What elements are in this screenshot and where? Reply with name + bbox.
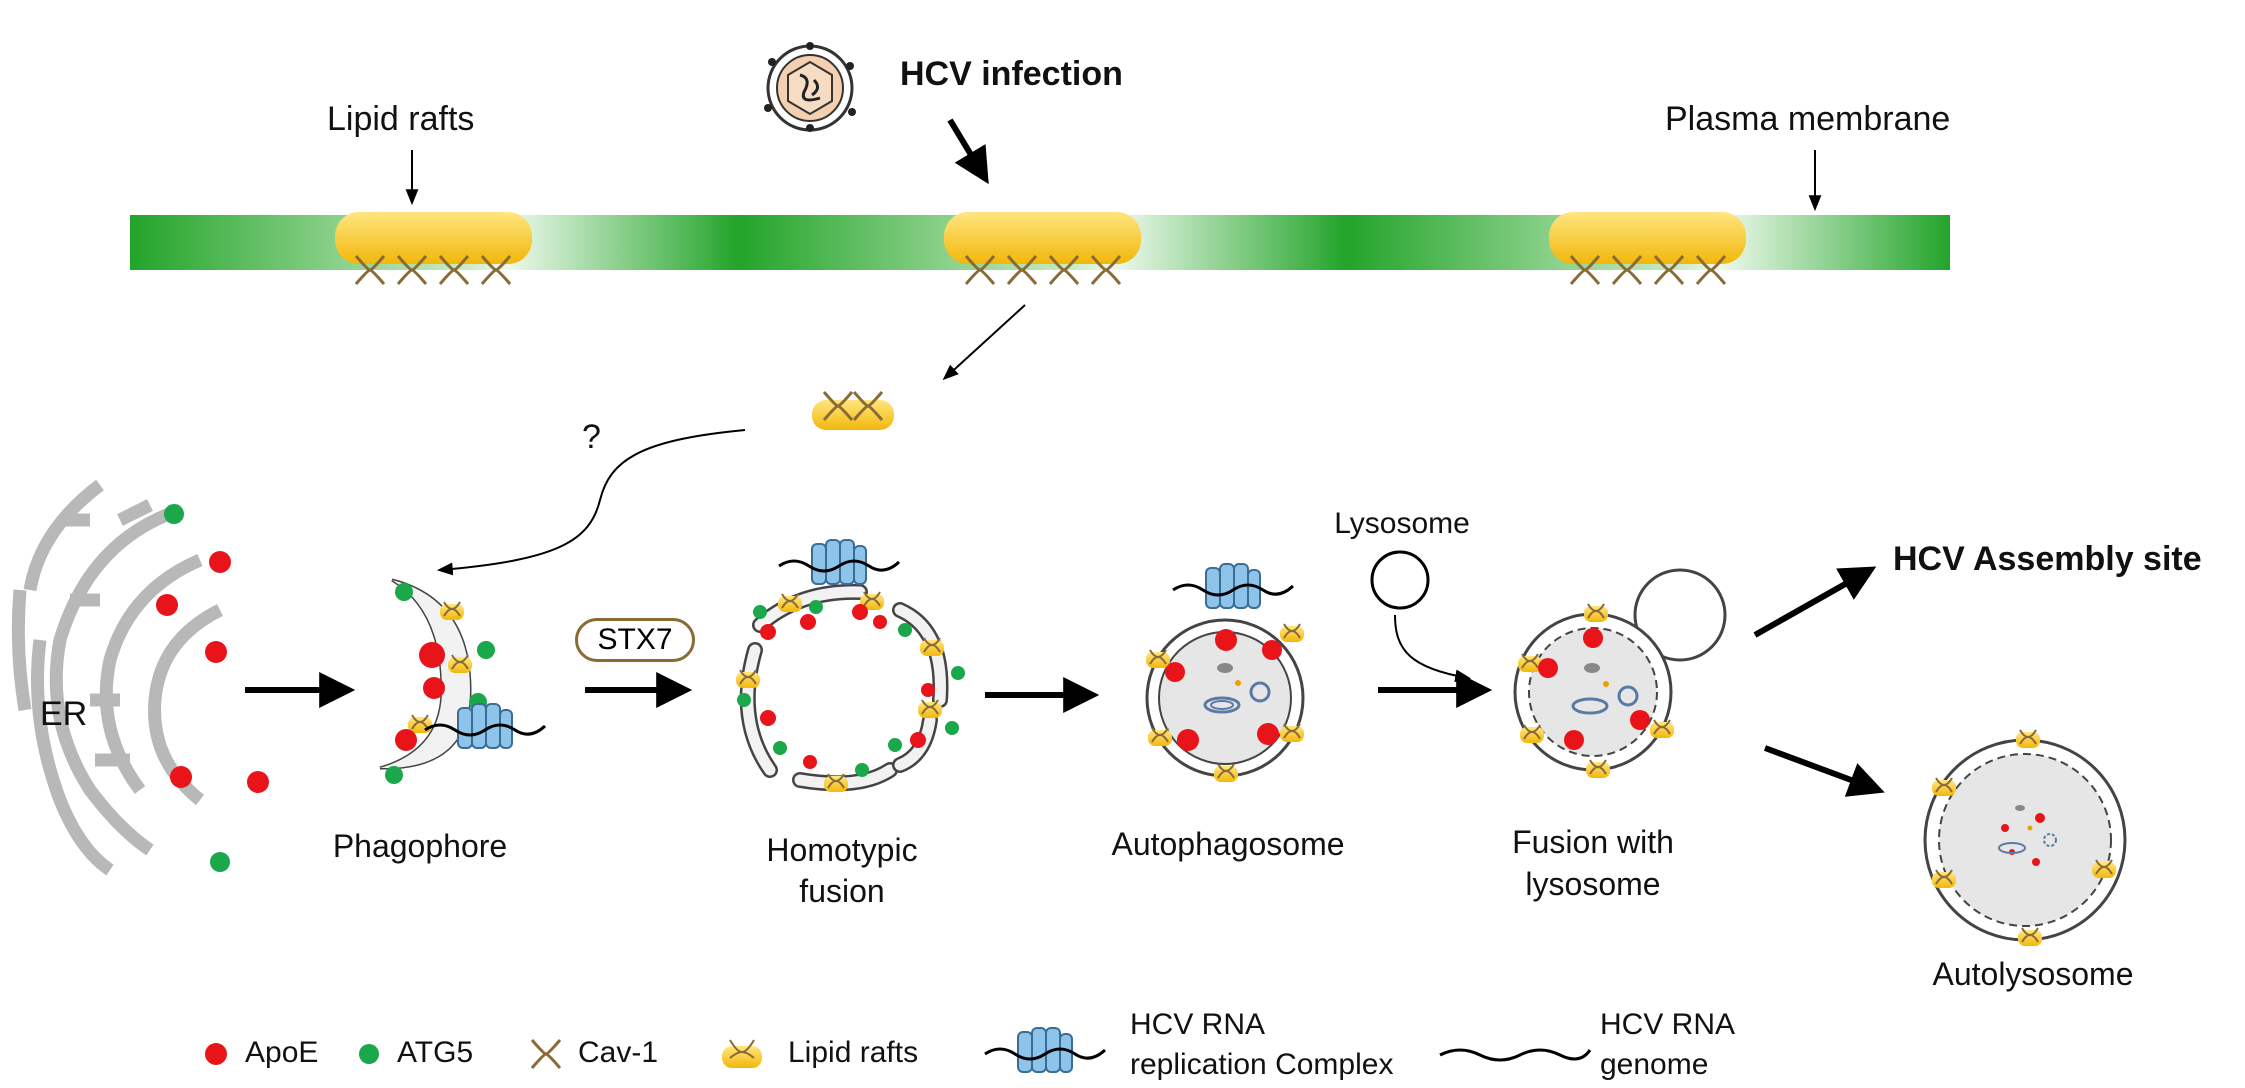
legend-rc-label-line1: HCV RNA [1130, 1008, 1266, 1041]
legend-replication-complex-icon [983, 1026, 1107, 1074]
legend-atg5-dot [359, 1044, 379, 1064]
fusion-label-line2: lysosome [1525, 866, 1661, 902]
endocytosis-arrow [942, 304, 1026, 381]
legend-rna-genome-icon [1439, 1048, 1592, 1062]
legend-rc-label-line2: replication Complex [1130, 1048, 1394, 1081]
internalized-lipid-raft [812, 390, 894, 430]
lysosome [1370, 550, 1430, 610]
hcv-virion-icon [764, 42, 856, 132]
legend-genome-label-line1: HCV RNA [1600, 1008, 1736, 1041]
lipid-raft-2 [944, 212, 1141, 286]
legend-cav1-label: Cav-1 [578, 1036, 659, 1069]
question-mark: ? [582, 418, 601, 456]
legend-atg5-label: ATG5 [397, 1036, 474, 1069]
legend-lipid-raft-icon [722, 1039, 762, 1068]
stx7-badge: STX7 [575, 618, 695, 662]
er-apoe-dots [156, 551, 269, 793]
fusion-label-line1: Fusion with [1512, 824, 1674, 860]
hcv-infection-label: HCV infection [900, 55, 1123, 93]
autolysosome-label: Autolysosome [1932, 956, 2134, 992]
lipid-rafts-label: Lipid rafts [327, 100, 475, 138]
plasma-membrane-label: Plasma membrane [1665, 100, 1951, 138]
hcv-assembly-site-label: HCV Assembly site [1893, 540, 2202, 578]
lysosome-label: Lysosome [1334, 507, 1470, 540]
homotypic-label-line1: Homotypic [766, 832, 918, 868]
legend-genome-label-line2: genome [1600, 1048, 1709, 1081]
er-label: ER [40, 695, 88, 733]
legend-apoe-dot [205, 1043, 227, 1065]
lipid-raft-1 [335, 212, 532, 286]
er-membranes [11, 479, 223, 876]
to-assembly-site-arrow [1753, 566, 1877, 638]
infection-arrow [947, 118, 989, 185]
legend-cav1-icon [530, 1038, 562, 1070]
phagophore-label: Phagophore [332, 828, 508, 864]
raft-to-phagophore-curve [436, 429, 746, 576]
legend-lipid-rafts-label: Lipid rafts [788, 1036, 919, 1069]
homotypic-fusion-vesicles [735, 538, 965, 793]
autophagosome-label: Autophagosome [1111, 826, 1345, 862]
er-atg5-dots [164, 504, 230, 872]
lysosome-arrow [1394, 614, 1472, 683]
phagophore [379, 578, 547, 784]
autolysosome [1923, 729, 2127, 947]
lipid-raft-3 [1549, 212, 1746, 286]
to-autolysosome-arrow [1763, 745, 1885, 797]
fusion-with-lysosome [1513, 568, 1727, 779]
legend-apoe-label: ApoE [245, 1036, 319, 1069]
homotypic-label-line2: fusion [799, 873, 885, 909]
autophagosome [1145, 562, 1305, 783]
